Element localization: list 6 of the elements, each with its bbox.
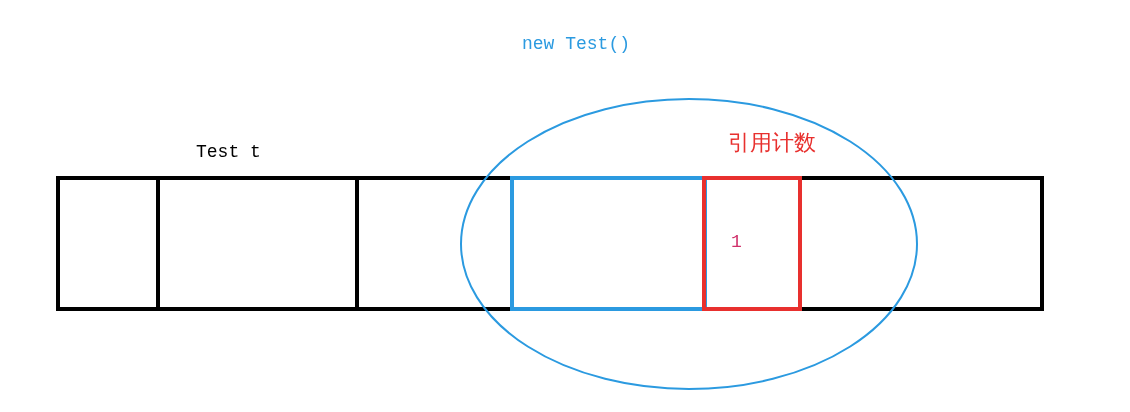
variable-label: Test t bbox=[196, 142, 261, 164]
object-box bbox=[510, 176, 707, 311]
object-label: new Test() bbox=[522, 34, 631, 56]
counter-box bbox=[702, 176, 802, 311]
counter-value: 1 bbox=[731, 232, 742, 254]
counter-label: 引用计数 bbox=[728, 130, 816, 157]
